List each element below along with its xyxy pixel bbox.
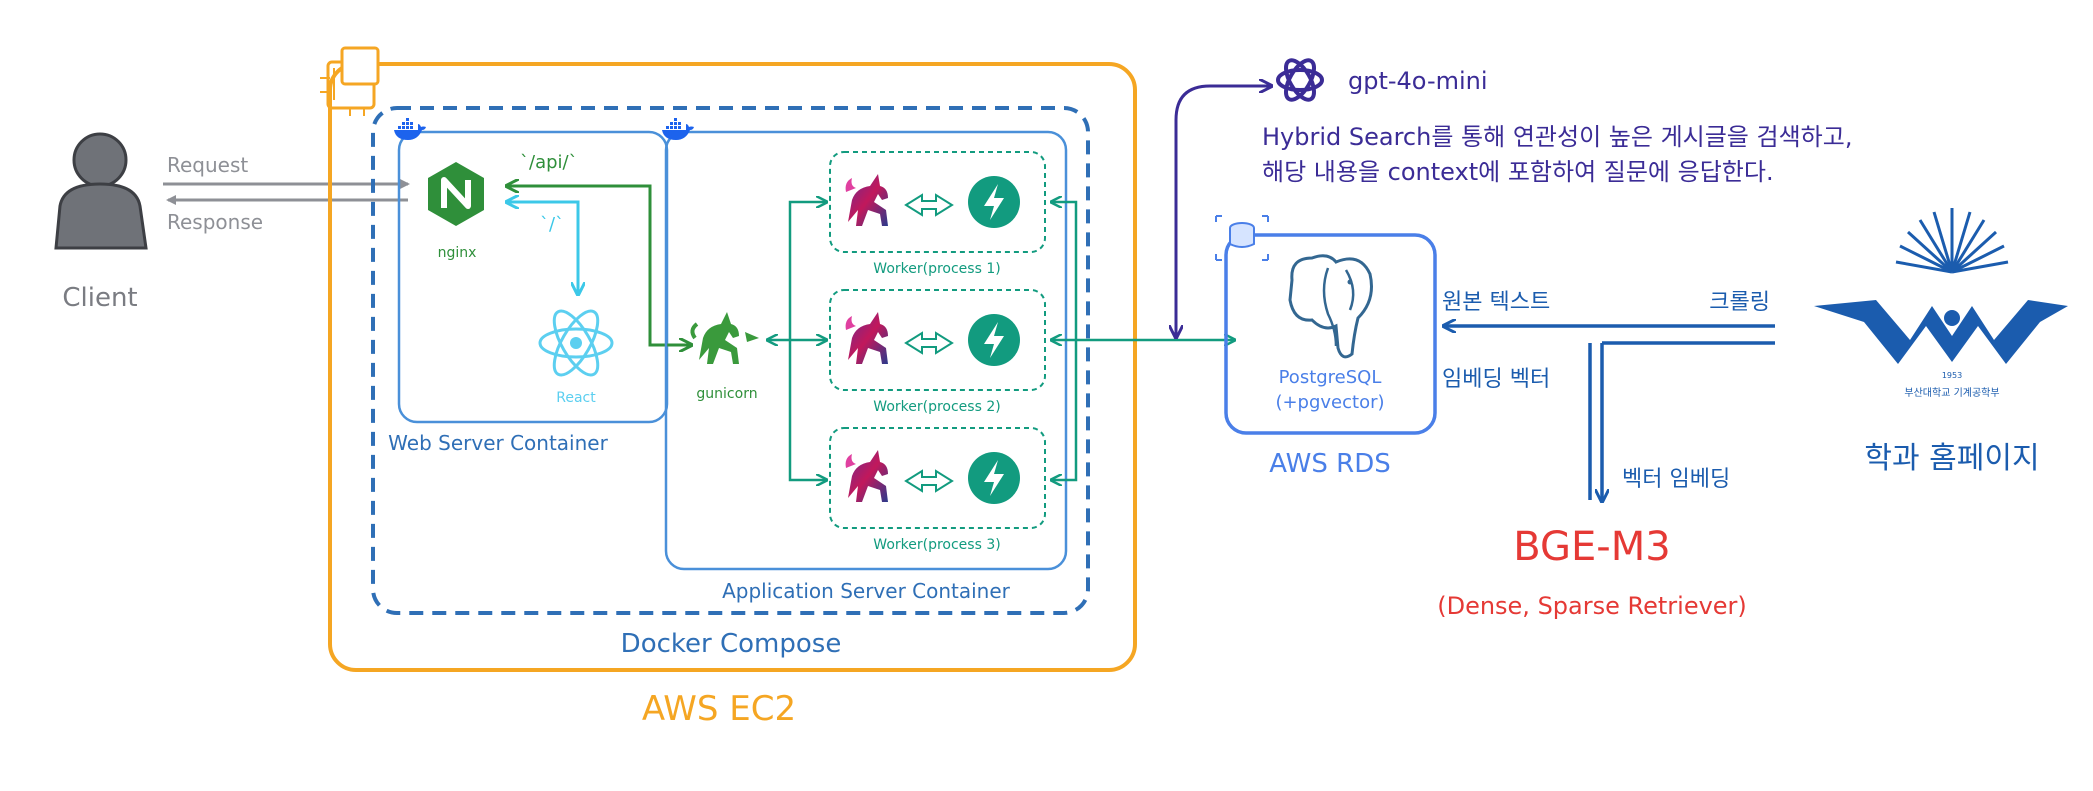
worker-label: Worker(process 1) [873,261,1000,277]
client-node: Client [54,132,148,313]
fastapi-icon [968,452,1020,504]
rds-label: AWS RDS [1269,449,1390,479]
rds-box [1224,233,1437,435]
docker-compose-label: Docker Compose [621,629,842,659]
request-label: Request [167,153,248,177]
llm-arrow [1176,86,1270,336]
llm-name: gpt-4o-mini [1348,67,1488,95]
gunicorn-worker-arrows [768,202,826,480]
worker-2: Worker(process 2) [829,289,1046,415]
fastapi-icon [968,176,1020,228]
logo-text: 부산대학교 기계공학부 [1904,387,1999,399]
bidirectional-arrow-icon [905,470,953,492]
response-label: Response [167,210,263,234]
docker-compose-box [371,106,1090,615]
worker-1: Worker(process 1) [829,151,1046,277]
gunicorn-label: gunicorn [696,386,757,402]
fastapi-icon [968,314,1020,366]
client-label: Client [62,283,137,313]
logo-year: 1953 [1942,371,1962,380]
route-api-label: `/api/` [520,152,578,173]
worker-db-arrows [1052,202,1234,480]
worker-3: Worker(process 3) [829,427,1046,553]
ec2-box [328,62,1137,672]
docker-icon [662,118,694,140]
route-root-label: `/` [540,214,564,235]
bge-desc: (Dense, Sparse Retriever) [1437,592,1747,620]
app-server-container [662,118,1068,571]
nginx-label: nginx [438,245,477,261]
crawling-label: 크롤링 [1709,290,1770,315]
llm-desc-line2: 해당 내용을 context에 포함하여 질문에 응답한다. [1262,158,1774,186]
openai-icon [1276,58,1324,102]
raw-text-label: 원본 텍스트 [1442,290,1550,315]
db-name: PostgreSQL [1279,367,1382,388]
uvicorn-icon [845,450,888,502]
ec2-chip-icon [320,46,380,116]
embedding-vector-label: 임베딩 벡터 [1442,367,1550,392]
db-extension: (+pgvector) [1275,392,1384,413]
postgresql-icon [1288,254,1373,359]
ec2-label: AWS EC2 [642,689,796,729]
nginx-icon [428,162,484,226]
vector-embedding-label: 벡터 임베딩 [1622,467,1730,492]
uvicorn-icon [845,174,888,226]
bidirectional-arrow-icon [905,332,953,354]
react-icon [538,309,614,377]
user-icon [54,132,148,250]
app-server-label: Application Server Container [722,579,1011,603]
university-logo-icon [1814,208,2068,364]
web-server-label: Web Server Container [388,431,608,455]
embedding-branch-arrow [1588,341,1775,500]
uvicorn-icon [845,312,888,364]
homepage-label: 학과 홈페이지 [1864,441,2039,476]
bidirectional-arrow-icon [905,194,953,216]
worker-label: Worker(process 2) [873,399,1000,415]
gunicorn-icon [690,312,759,364]
docker-icon [394,118,426,140]
worker-label: Worker(process 3) [873,537,1000,553]
bge-name: BGE-M3 [1513,524,1670,570]
route-api-arrow [508,186,690,345]
llm-desc-line1: Hybrid Search를 통해 연관성이 높은 게시글을 검색하고, [1262,123,1852,151]
rds-database-icon [1215,215,1269,261]
react-label: React [556,390,596,406]
